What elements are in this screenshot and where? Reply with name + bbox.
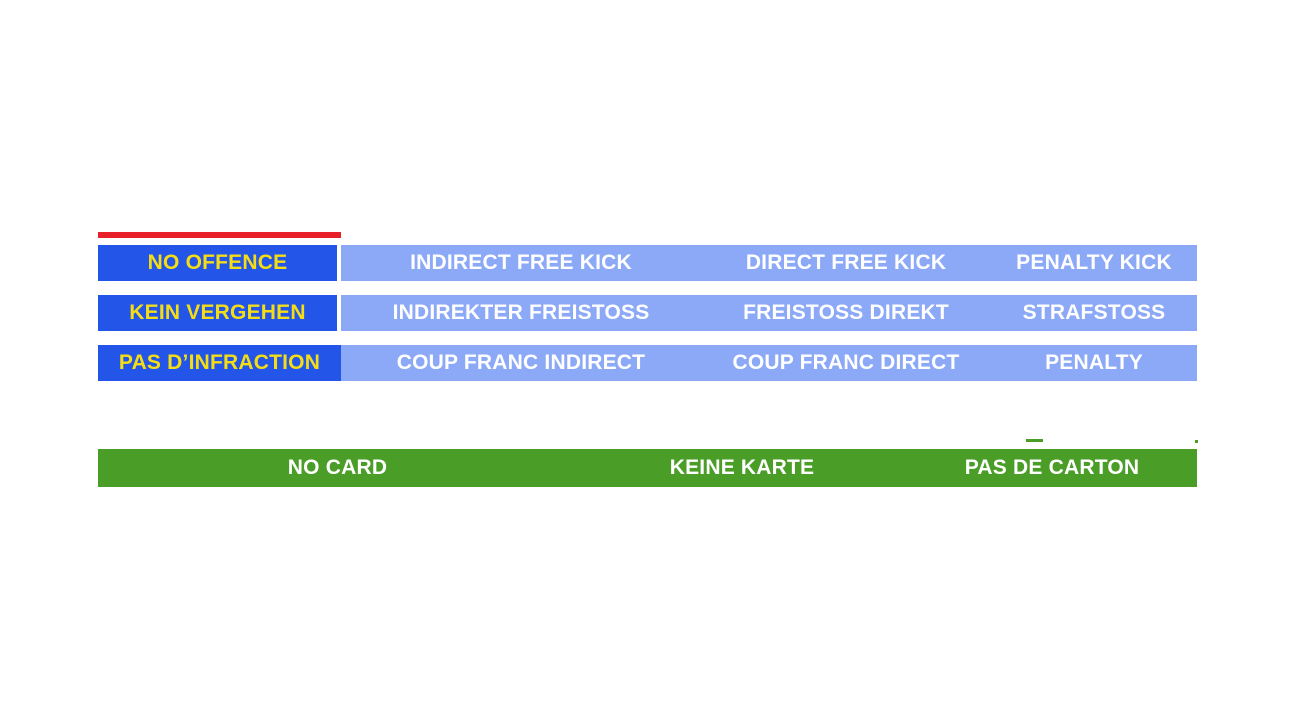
sanction-direct-free-kick-french: COUP FRANC DIRECT — [732, 351, 960, 374]
card-label-french: PAS DE CARTON — [964, 456, 1140, 479]
red-accent-rule — [98, 232, 341, 238]
offence-sanction-table: NO OFFENCE INDIRECT FREE KICK DIRECT FRE… — [98, 245, 1197, 381]
table-row: NO OFFENCE INDIRECT FREE KICK DIRECT FRE… — [98, 245, 1197, 281]
card-label-english: NO CARD — [287, 456, 388, 479]
sanction-indirect-free-kick-english: INDIRECT FREE KICK — [410, 251, 632, 274]
sanction-direct-free-kick-english: DIRECT FREE KICK — [745, 251, 947, 274]
card-label-german: KEINE KARTE — [669, 456, 815, 479]
card-bar: NO CARD KEINE KARTE PAS DE CARTON — [98, 449, 1197, 487]
sanction-direct-free-kick-german: FREISTOSS DIREKT — [743, 301, 949, 324]
sanction-penalty-kick-german: STRAFSTOSS — [1022, 301, 1166, 324]
sanction-strip-french: COUP FRANC INDIRECT COUP FRANC DIRECT PE… — [341, 345, 1197, 381]
green-dash-mark — [1026, 439, 1043, 442]
offence-label-german: KEIN VERGEHEN — [98, 295, 337, 331]
sanction-indirect-free-kick-german: INDIREKTER FREISTOSS — [392, 301, 650, 324]
green-dot-mark — [1195, 440, 1198, 443]
sanction-penalty-kick-french: PENALTY — [1045, 351, 1143, 374]
offence-label-english: NO OFFENCE — [98, 245, 337, 281]
table-row: PAS D’INFRACTION COUP FRANC INDIRECT COU… — [98, 345, 1197, 381]
sanction-strip-english: INDIRECT FREE KICK DIRECT FREE KICK PENA… — [341, 245, 1197, 281]
sanction-indirect-free-kick-french: COUP FRANC INDIRECT — [396, 351, 646, 374]
sanction-penalty-kick-english: PENALTY KICK — [1016, 251, 1172, 274]
sanction-strip-german: INDIREKTER FREISTOSS FREISTOSS DIREKT ST… — [341, 295, 1197, 331]
table-row: KEIN VERGEHEN INDIREKTER FREISTOSS FREIS… — [98, 295, 1197, 331]
offence-label-french: PAS D’INFRACTION — [98, 345, 341, 381]
